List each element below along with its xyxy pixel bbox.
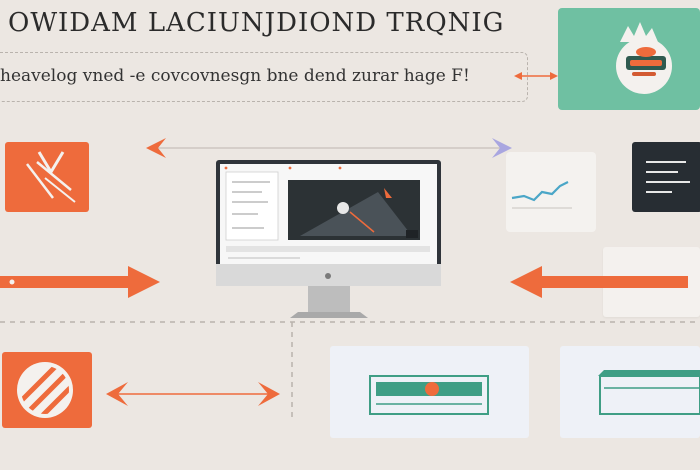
arrow-right-orange <box>510 266 688 298</box>
striped-circle-icon <box>17 362 73 418</box>
blue-folder-card <box>560 346 700 438</box>
folder-icon <box>598 370 700 415</box>
arrow-subtitle <box>514 72 558 80</box>
monitor-icon <box>216 160 441 318</box>
apple-logo-icon <box>325 273 331 279</box>
cursor-icon <box>384 188 392 198</box>
page-title: OWIDAM LACIUNJDIOND TRQNIG <box>8 8 505 38</box>
arrow-bottom-double <box>106 382 280 406</box>
teal-food-card <box>558 8 700 110</box>
arrow-top-horizontal <box>146 138 512 158</box>
dark-text-card <box>632 142 700 212</box>
subtitle-frame <box>0 52 528 102</box>
glass-chart-card <box>506 152 596 232</box>
blue-tray-card <box>330 346 529 438</box>
document-tray-icon <box>369 375 489 415</box>
cutlery-icon <box>26 151 76 203</box>
food-bowl-icon <box>616 22 672 94</box>
page-subtitle: heavelog vned -e covcovnesgn bne dend zu… <box>0 66 470 86</box>
orange-cutlery-card <box>5 142 89 212</box>
dashed-connectors <box>0 321 700 420</box>
orange-striped-card <box>2 352 92 428</box>
text-lines-icon <box>646 161 690 193</box>
line-chart-icon <box>511 181 572 209</box>
arrow-left-orange <box>0 266 160 298</box>
